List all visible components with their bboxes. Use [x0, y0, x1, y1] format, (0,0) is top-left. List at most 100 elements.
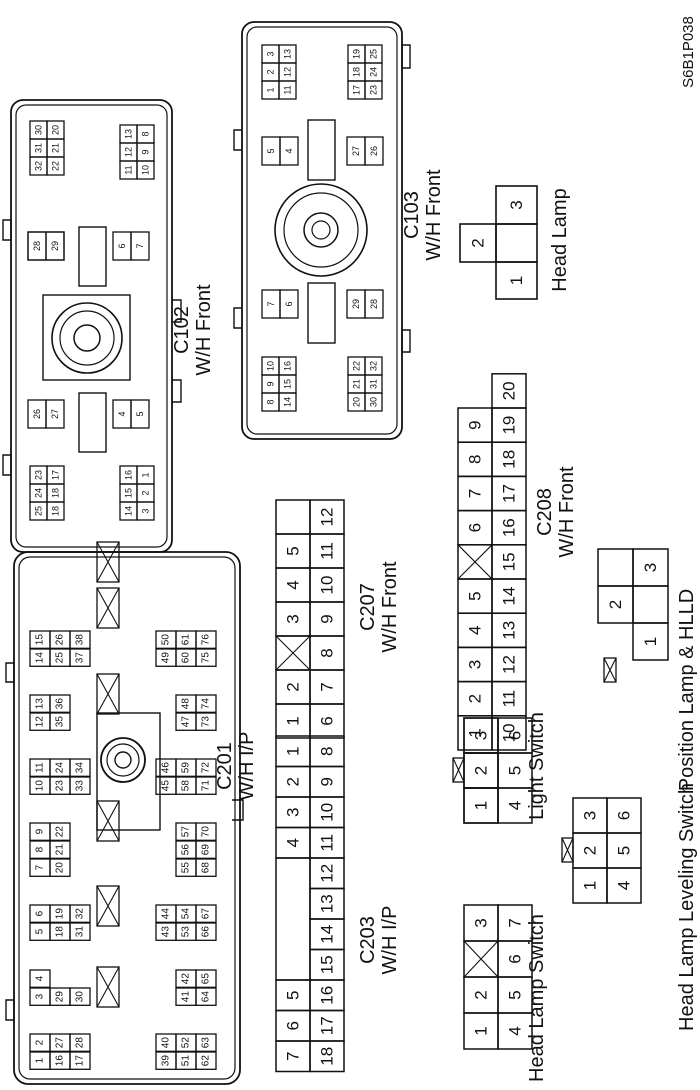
- c201-top-pin-label: 23: [55, 780, 66, 792]
- head-lamp-pin-label: 1: [507, 276, 526, 285]
- c201-bot-pin-label: 74: [201, 698, 212, 710]
- c103-pin-label: 6: [284, 301, 294, 306]
- c201-bot-pin-label: 64: [201, 991, 212, 1003]
- c208-pin-label: 5: [466, 591, 485, 600]
- c201-top-pin-label: 15: [35, 634, 46, 646]
- head-lamp-switch-pin-cell: [497, 904, 533, 942]
- c102-pin-label: 29: [50, 241, 60, 251]
- c208-pin-label: 6: [466, 523, 485, 532]
- head-lamp-leveling-latch: [561, 837, 574, 863]
- c201-blank-slot-cross: [96, 966, 120, 1008]
- c201-bot-pin-cell: [195, 630, 217, 649]
- c203-pin-label: 3: [284, 808, 303, 817]
- c103-pin-label: 18: [352, 67, 362, 77]
- c208-pin-label: 14: [500, 587, 519, 606]
- c103-pin-label: 5: [266, 148, 276, 153]
- head-lamp-leveling-latch-cross: [561, 837, 574, 863]
- c103-pin-cell: [346, 136, 366, 166]
- c102-pin-label: 4: [117, 411, 127, 416]
- c201-top-pin-label: 10: [35, 780, 46, 792]
- connector-position-lamp: 123: [597, 548, 669, 683]
- c208-pin-label: 8: [466, 455, 485, 464]
- head-lamp-leveling-pin-cell: [606, 797, 642, 834]
- c201-bot-pin-label: 63: [201, 1037, 212, 1049]
- c208-pin-label: 19: [500, 416, 519, 435]
- c102-pin-label: 16: [124, 470, 134, 480]
- c103-pin-label: 14: [283, 397, 293, 407]
- head-lamp-switch-pin-label: 5: [506, 990, 525, 999]
- c201-top-pin-label: 1: [35, 1057, 46, 1063]
- c103-pin-label: 32: [369, 361, 379, 371]
- c201-top-pin-label: 8: [35, 846, 46, 852]
- position-lamp-pin-label: 3: [641, 563, 660, 572]
- c201-top-pin-label: 12: [35, 716, 46, 728]
- c201-top-pin-label: 14: [35, 652, 46, 664]
- c103-pin-label: 31: [369, 379, 379, 389]
- c201-bot-pin-label: 72: [201, 762, 212, 774]
- c203-pin-label: 2: [284, 777, 303, 786]
- c201-bot-pin-label: 39: [161, 1055, 172, 1067]
- head-lamp-label: Head Lamp: [549, 188, 571, 291]
- c201-bot-pin-label: 73: [201, 716, 212, 728]
- c201-top-pin-label: 32: [75, 908, 86, 920]
- c103-pin-label: 10: [266, 361, 276, 371]
- c203-pin-label: 16: [318, 986, 337, 1005]
- c201-desc: W/H I/P: [236, 732, 258, 801]
- c102-pin-label: 18: [51, 488, 61, 498]
- c102-pin-cell: [112, 399, 132, 429]
- c201-top-pin-cell: [69, 922, 91, 941]
- c207-pin-label: 7: [318, 682, 337, 691]
- c201-top-pin-label: 24: [55, 762, 66, 774]
- c201-bot-pin-label: 76: [201, 634, 212, 646]
- c103-pin-label: 26: [369, 146, 379, 156]
- c201-top-pin-label: 26: [55, 634, 66, 646]
- c102-pin-label: 15: [124, 488, 134, 498]
- c103-pin-label: 7: [266, 301, 276, 306]
- c201-blank-slot: [96, 587, 120, 629]
- c201-top-pin-label: 22: [55, 826, 66, 838]
- c203-pin-label: 7: [284, 1052, 303, 1061]
- c103-pin-cell: [261, 289, 281, 319]
- c102-pin-label: 2: [141, 490, 151, 495]
- c102-pin-label: 6: [117, 243, 127, 248]
- c201-top-pin-cell: [49, 694, 71, 713]
- c103-pin-label: 16: [283, 361, 293, 371]
- c207-pin-label: 11: [318, 542, 337, 560]
- c207-pin-label: 1: [284, 716, 303, 725]
- c201-bot-pin-label: 49: [161, 652, 172, 664]
- c103-pin-cell: [261, 136, 281, 166]
- c201-top-pin-label: 2: [35, 1039, 46, 1045]
- c201-top-pin-label: 34: [75, 762, 86, 774]
- c201-bot-pin-label: 69: [201, 844, 212, 856]
- head-lamp-leveling-pin-label: 1: [581, 881, 600, 890]
- c201-top-pin-label: 35: [55, 716, 66, 728]
- c201-bot-pin-label: 41: [181, 991, 192, 1003]
- c201-bot-pin-label: 52: [181, 1037, 192, 1049]
- c201-bot-pin-label: 50: [161, 634, 172, 646]
- c103-pin-label: 21: [352, 379, 362, 389]
- c102-pin-label: 10: [141, 165, 151, 175]
- c208-pin-cell: [491, 373, 527, 409]
- position-lamp-pin-label: 1: [641, 637, 660, 646]
- c207-desc: W/H Front: [379, 561, 401, 653]
- c201-bot-pin-cell: [195, 858, 217, 877]
- head-lamp-leveling-pin-label: 3: [581, 811, 600, 820]
- c103-pin-cell: [278, 356, 297, 376]
- c103-pin-label: 17: [352, 85, 362, 95]
- c208-pin-label: 11: [500, 690, 519, 708]
- c201-bot-pin-label: 54: [181, 908, 192, 920]
- head-lamp-pin-cell: [495, 223, 538, 263]
- c201-bot-pin-cell: [195, 922, 217, 941]
- c207-code: C207: [357, 583, 379, 631]
- c201-blank-slot: [96, 800, 120, 842]
- c201-top-pin-label: 27: [55, 1037, 66, 1049]
- c201-top-pin-label: 38: [75, 634, 86, 646]
- c208-pin-label: 13: [500, 621, 519, 640]
